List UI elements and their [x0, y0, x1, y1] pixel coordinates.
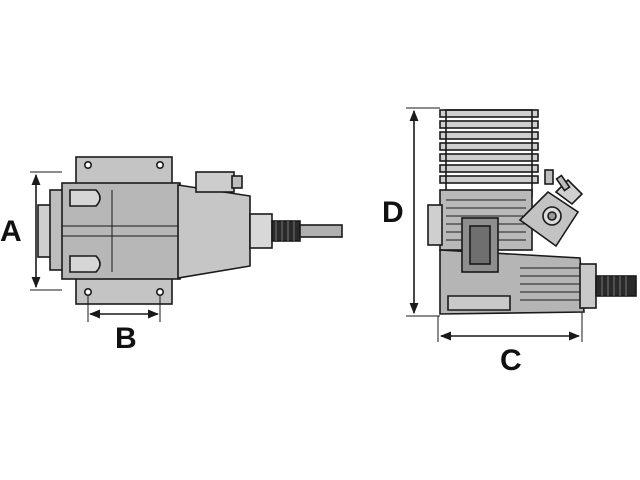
engine-top-view: [37, 156, 343, 305]
needle-valve-housing: [195, 171, 235, 193]
mount-hole: [84, 161, 93, 170]
exhaust-flange: [427, 204, 443, 246]
needle-valve-tip: [231, 175, 243, 189]
engine-side-view: [427, 109, 637, 315]
crankcase-ribs: [520, 267, 582, 301]
crankcase-slot-bottom: [69, 255, 101, 273]
glow-plug: [544, 169, 554, 185]
crankcase-base: [447, 295, 511, 311]
prop-shaft: [299, 224, 343, 238]
label-c: C: [500, 344, 522, 377]
front-collar: [249, 213, 273, 249]
mount-hole: [84, 287, 93, 296]
cylinder-fins: [446, 199, 526, 241]
mount-lug-top: [75, 156, 173, 186]
label-d: D: [382, 196, 404, 229]
dimension-c: C: [437, 312, 583, 377]
mount-hole: [156, 161, 165, 170]
dimension-d: D: [382, 107, 440, 317]
dimension-a: A: [0, 171, 62, 291]
front-housing: [177, 184, 251, 279]
label-a: A: [0, 215, 22, 248]
crankcase-slot-top: [69, 189, 101, 207]
cooling-fins: [439, 109, 539, 197]
dimension-b: B: [87, 296, 161, 355]
label-b: B: [115, 322, 137, 355]
mount-hole: [156, 287, 165, 296]
side-front-housing: [579, 263, 597, 309]
carb-needle: [555, 174, 571, 192]
